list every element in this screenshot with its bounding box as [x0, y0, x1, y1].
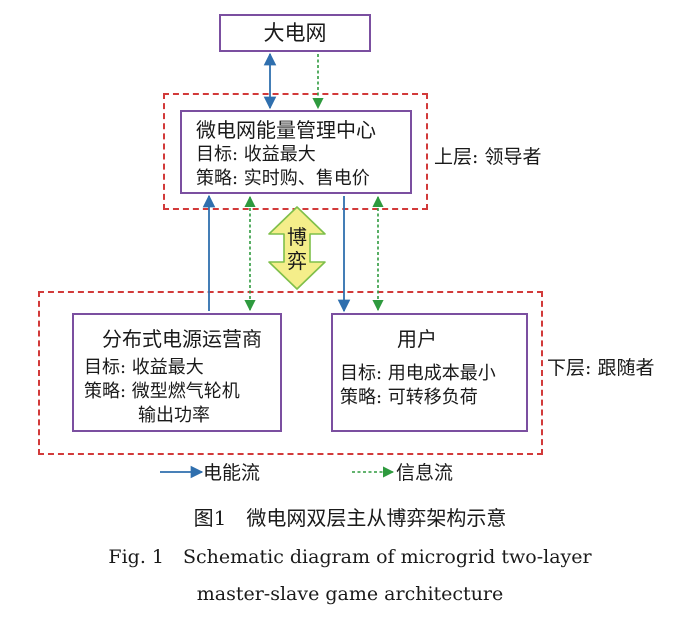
ems-box: 微电网能量管理中心 目标: 收益最大 策略: 实时购、售电价 — [180, 110, 412, 194]
legend-info-label: 信息流 — [396, 462, 454, 484]
caption-cn: 图1 微电网双层主从博弈架构示意 — [193, 506, 507, 530]
user-strategy: 策略: 可转移负荷 — [340, 387, 478, 408]
ems-goal: 目标: 收益最大 — [196, 144, 316, 165]
caption-en-line2: master-slave game architecture — [196, 583, 504, 605]
game-double-arrow-icon — [268, 206, 326, 290]
dg-operator-strategy-line1: 策略: 微型燃气轮机 — [84, 381, 240, 402]
main-grid-box: 大电网 — [219, 14, 371, 52]
lower-layer-label: 下层: 跟随者 — [547, 357, 655, 379]
upper-layer-label: 上层: 领导者 — [434, 146, 542, 168]
game-label-char-1: 博 — [287, 225, 307, 249]
user-box: 用户 目标: 用电成本最小 策略: 可转移负荷 — [331, 313, 528, 432]
ems-strategy: 策略: 实时购、售电价 — [196, 168, 370, 189]
caption-en-line1: Fig. 1 Schematic diagram of microgrid tw… — [108, 546, 592, 568]
ems-title: 微电网能量管理中心 — [196, 118, 376, 142]
game-label-char-2: 弈 — [287, 249, 307, 273]
dg-operator-goal: 目标: 收益最大 — [84, 357, 204, 378]
user-title: 用户 — [397, 327, 437, 351]
dg-operator-box: 分布式电源运营商 目标: 收益最大 策略: 微型燃气轮机 输出功率 — [72, 313, 282, 432]
lower-layer-frame — [38, 291, 543, 455]
user-goal: 目标: 用电成本最小 — [340, 363, 496, 384]
dg-operator-title: 分布式电源运营商 — [102, 327, 262, 351]
main-grid-label: 大电网 — [263, 21, 327, 45]
dg-operator-strategy-line2: 输出功率 — [138, 405, 210, 426]
legend-energy-label: 电能流 — [203, 462, 261, 484]
